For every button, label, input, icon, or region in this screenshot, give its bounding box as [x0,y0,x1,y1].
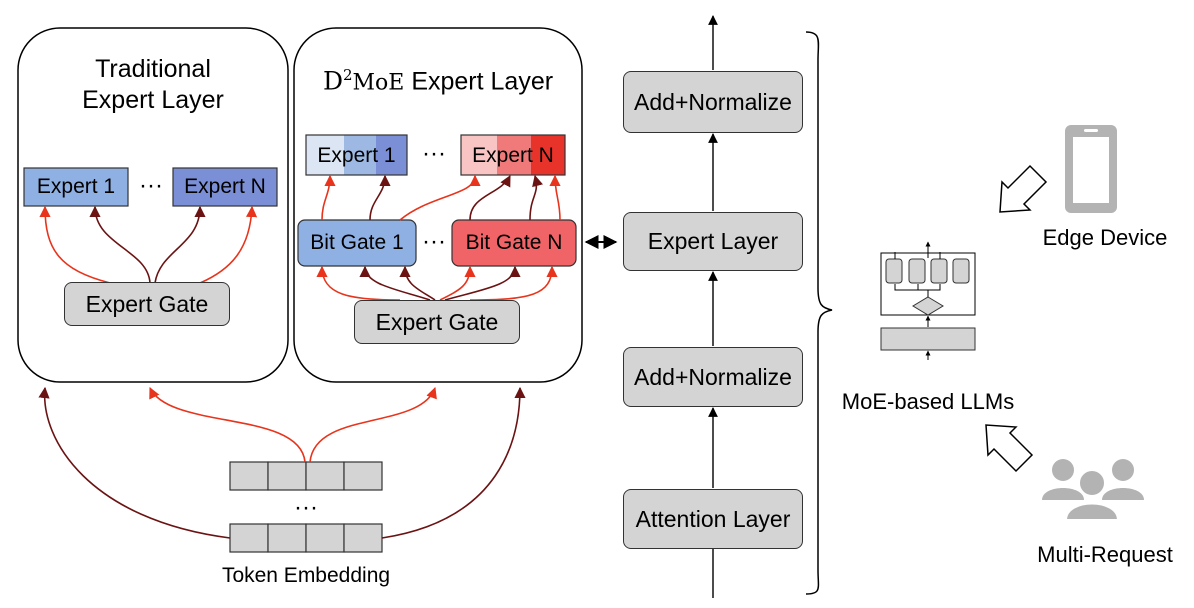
add-normalize-bottom-label: Add+Normalize [634,363,792,390]
trad-title-line2: Expert Layer [82,86,224,114]
d2-expert-gate-label: Expert Gate [375,308,499,335]
d2-title-suffix: Expert Layer [404,67,554,96]
add-normalize-bottom: Add+Normalize [623,347,803,407]
add-normalize-top-label: Add+Normalize [634,88,792,115]
d2-arrow-bg1-e1-red [321,174,336,221]
d2-arrow-bgn-en2 [549,174,561,221]
expert-layer-label: Expert Layer [647,228,779,254]
d2-gate-arrows [316,265,558,301]
trad-expert-1-label: Expert 1 [36,175,116,198]
trad-gate-arrows [39,205,258,284]
d2-bitgate-arrows [321,174,561,221]
bitgate-n-label: Bit Gate N [465,231,563,254]
trad-arrow-2 [89,205,151,284]
edge-arrow-icon [999,164,1048,213]
moe-mini-diagram [880,241,976,360]
right-brace [805,31,833,595]
d2-arrow-bg1-en [399,174,481,221]
bitgate-1-label: Bit Gate 1 [310,231,404,254]
attention-layer-label: Attention Layer [635,505,791,532]
trad-expert-n-label: Expert N [184,175,266,198]
token-embedding-bottom [229,523,383,553]
d2-expert-1-label: Expert 1 [317,144,396,167]
d2-expert-gate: Expert Gate [354,300,520,344]
token-embedding-label: Token Embedding [221,564,391,587]
trad-expert-gate: Expert Gate [64,282,230,326]
trad-title-line1: Traditional [95,55,211,83]
trad-arrow-4 [199,205,258,284]
users-icon [1042,459,1144,521]
d2moe-panel [293,27,583,383]
token-ellipsis: ··· [294,494,318,521]
d2-expert-n-label: Expert N [472,144,554,167]
d2-arrow-bgn-en [529,174,543,221]
trad-ellipsis: ··· [139,172,163,199]
d2-expert-n-box [460,134,566,176]
trad-expert-n-box [172,167,278,207]
d2-title-sup: 2 [342,66,353,84]
multi-request-label: Multi-Request [1037,542,1173,567]
bitgate-ellipsis: ··· [422,228,446,255]
token-embedding-top [229,461,383,491]
d2-title-mid: MoE [352,70,405,96]
attention-layer-box: Attention Layer [623,489,803,549]
d2-expert-1-box [305,134,408,176]
trad-expert-1-box [23,167,129,207]
token-arrows [38,386,526,539]
add-normalize-top: Add+Normalize [623,71,803,133]
trad-arrow-3 [154,205,206,284]
moe-llms-label: MoE-based LLMs [841,389,1015,414]
d2-arrow-bg1-e1-dark [369,174,391,221]
d2-expert-ellipsis: ··· [422,140,446,167]
trad-expert-gate-label: Expert Gate [85,290,209,317]
multi-arrow-icon [985,424,1034,473]
d2-title-prefix: D [322,66,343,96]
expert-layer-box: Expert Layer [623,212,803,271]
phone-icon [1065,125,1117,213]
d2-title: D2MoE Expert Layer [294,66,582,96]
d2-arrow-bgn-e1 [469,175,511,221]
trad-arrow-1 [39,205,111,284]
edge-device-label: Edge Device [1042,225,1168,250]
bitgate-1-box [297,219,417,267]
